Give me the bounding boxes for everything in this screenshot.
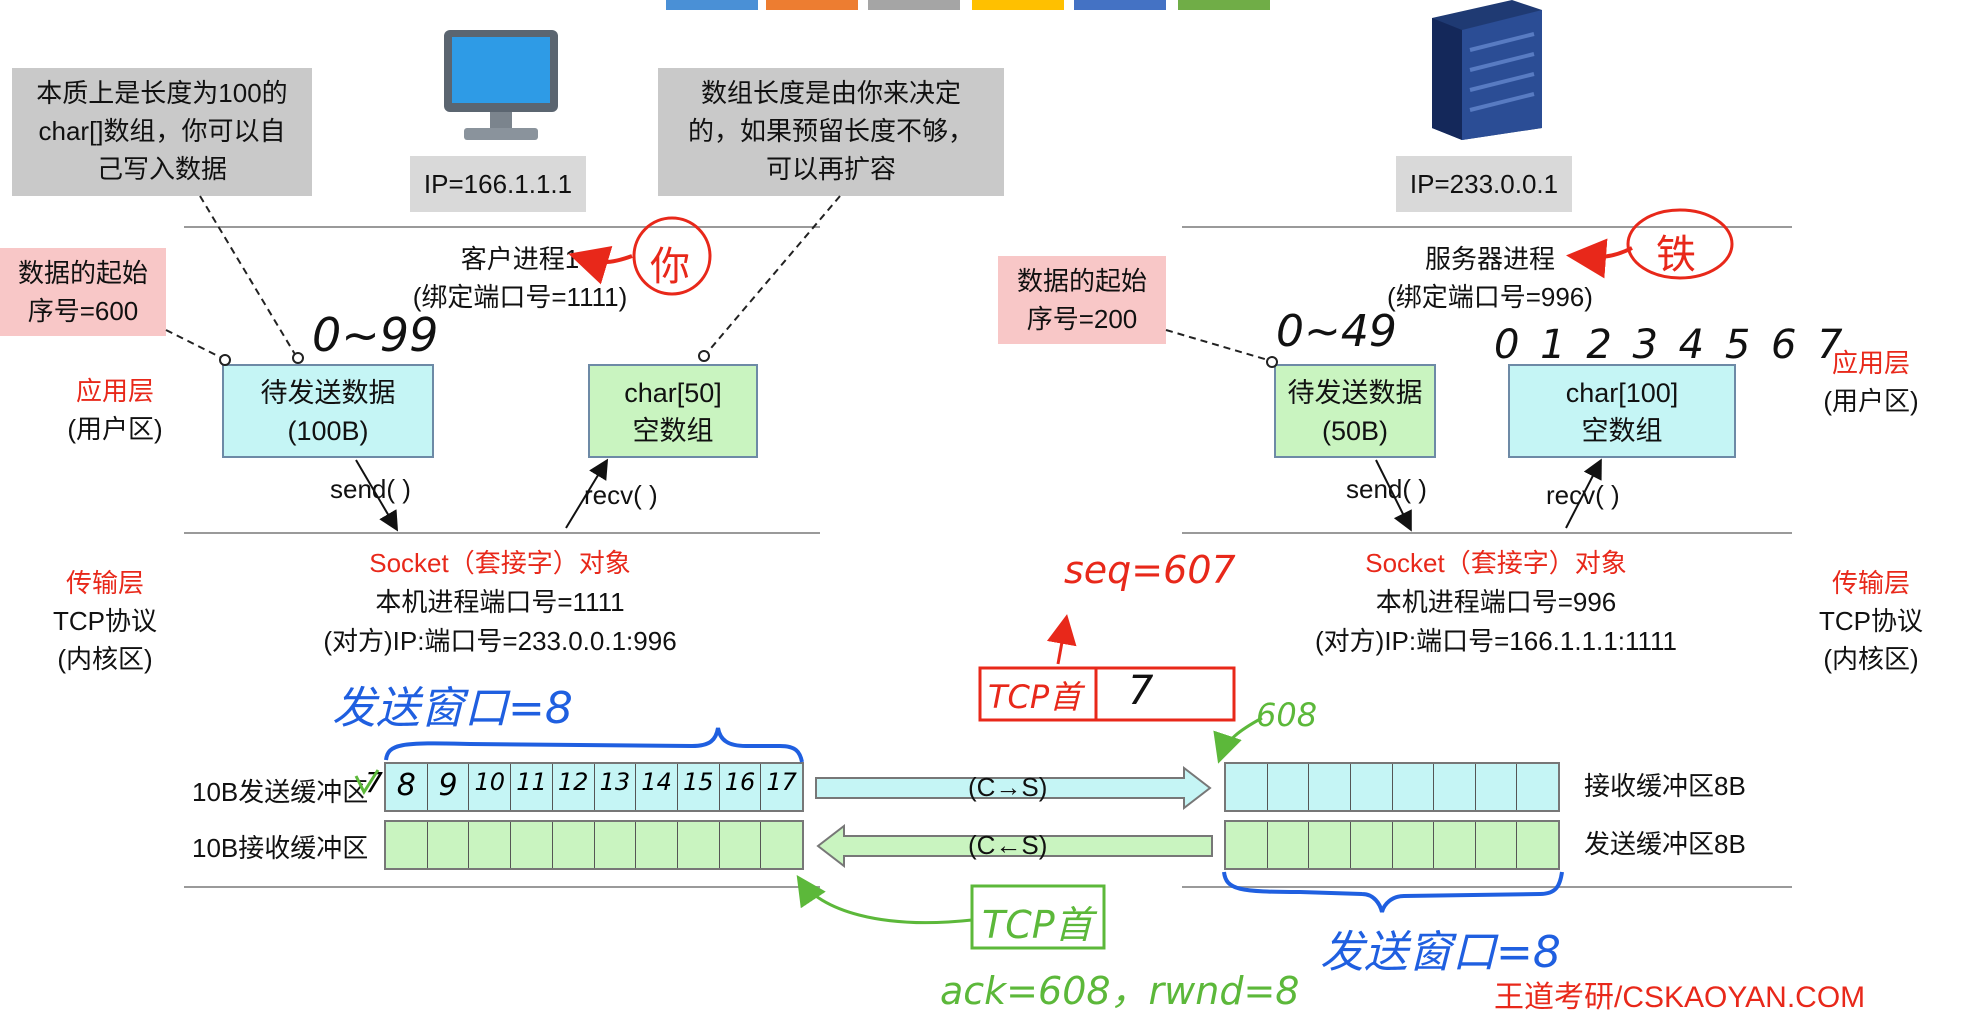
server-send-buffer-label: 发送缓冲区8B (1584, 829, 1746, 859)
buffer-cell-value: 8 (396, 768, 416, 803)
buffer-cell-value: 11 (516, 768, 547, 796)
s-to-c-label: (C←S) (968, 830, 1048, 860)
server-recv-buffer (1224, 762, 1560, 812)
s-to-c-arrow (816, 824, 1213, 868)
client-recv-call: recv( ) (584, 480, 658, 510)
server-recv-array: char[100]空数组 (1508, 364, 1736, 458)
buffer-cell-value-crossed: 7 (365, 766, 383, 799)
client-start-seq: 数据的起始序号=600 (0, 248, 166, 336)
brand-footer: 王道考研/CSKAOYAN.COM (1494, 981, 1866, 1014)
client-send-buffer: 8 9 10 11 12 13 14 15 16 17 (384, 762, 804, 812)
buffer-cell-value: 12 (557, 768, 589, 796)
server-top-line (1182, 226, 1792, 228)
client-recv-buffer (384, 820, 804, 870)
top-block-5 (1074, 0, 1166, 10)
server-app-layer: 应用层(用户区) (1823, 348, 1919, 416)
client-send-data: 待发送数据(100B) (222, 364, 434, 458)
server-send-buffer (1224, 820, 1560, 870)
client-recv-buffer-label: 10B接收缓冲区 (192, 833, 369, 863)
hand-tcp-header-red: TCP首 (988, 678, 1082, 716)
top-block-3 (868, 0, 960, 10)
hand-range-server: 0~49 (1276, 306, 1397, 357)
server-recv-buffer-label: 接收缓冲区8B (1584, 771, 1746, 801)
computer-icon (444, 30, 558, 140)
client-bottom-line (184, 886, 820, 888)
top-block-2 (766, 0, 858, 10)
client-top-line (184, 226, 820, 228)
hand-range-client: 0~99 (312, 308, 439, 362)
client-app-layer: 应用层(用户区) (67, 376, 163, 444)
hand-608: 608 (1256, 696, 1318, 734)
client-send-buffer-label: 10B发送缓冲区 (192, 777, 369, 807)
top-block-1 (666, 0, 758, 10)
server-socket: Socket（套接字）对象本机进程端口号=996(对方)IP:端口号=166.1… (1315, 548, 1677, 656)
buffer-cell-value: 14 (641, 768, 672, 796)
client-ip: IP=166.1.1.1 (410, 156, 586, 212)
server-process: 服务器进程(绑定端口号=996) (1387, 244, 1593, 312)
hand-tcp-header-green: TCP首 (982, 903, 1093, 947)
client-send-call: send( ) (330, 474, 411, 504)
buffer-cell-value: 15 (683, 768, 714, 796)
buffer-cell-value: 16 (724, 768, 756, 796)
hand-array-indices: 0 1 2 3 4 5 6 7 (1494, 322, 1847, 368)
client-process: 客户进程1(绑定端口号=1111) (412, 244, 628, 312)
hand-send-window-server: 发送窗口=8 (1320, 927, 1561, 978)
hand-tie: 铁 (1656, 232, 1696, 278)
buffer-cell-value: 13 (599, 768, 631, 796)
client-note-right: 数组长度是由你来决定的，如果预留长度不够，可以再扩容 (658, 68, 1004, 196)
client-recv-array: char[50]空数组 (588, 364, 758, 458)
hand-tcp-header-red-value: 7 (1128, 668, 1154, 714)
server-recv-call: recv( ) (1546, 480, 1620, 510)
server-ip: IP=233.0.0.1 (1396, 156, 1572, 212)
hand-send-window-client: 发送窗口=8 (332, 683, 573, 734)
buffer-cell-value: 9 (438, 768, 458, 803)
client-mid-line (184, 532, 820, 534)
top-block-6 (1178, 0, 1270, 10)
server-mid-line (1182, 532, 1792, 534)
c-to-s-label: (C→S) (968, 772, 1048, 802)
buffer-cell-value: 17 (766, 768, 797, 796)
hand-you: 你 (650, 244, 690, 290)
buffer-cell-value: 10 (474, 768, 506, 796)
server-send-data: 待发送数据(50B) (1274, 364, 1436, 458)
c-to-s-arrow (815, 766, 1212, 810)
server-icon (1432, 0, 1542, 140)
hand-ack: ack=608，rwnd=8 (940, 969, 1300, 1013)
server-bottom-line (1182, 886, 1792, 888)
server-send-call: send( ) (1346, 474, 1427, 504)
hand-seq: seq=607 (1064, 548, 1236, 592)
client-socket: Socket（套接字）对象本机进程端口号=1111(对方)IP:端口号=233.… (323, 548, 677, 656)
server-start-seq: 数据的起始序号=200 (998, 256, 1166, 344)
top-block-4 (972, 0, 1064, 10)
